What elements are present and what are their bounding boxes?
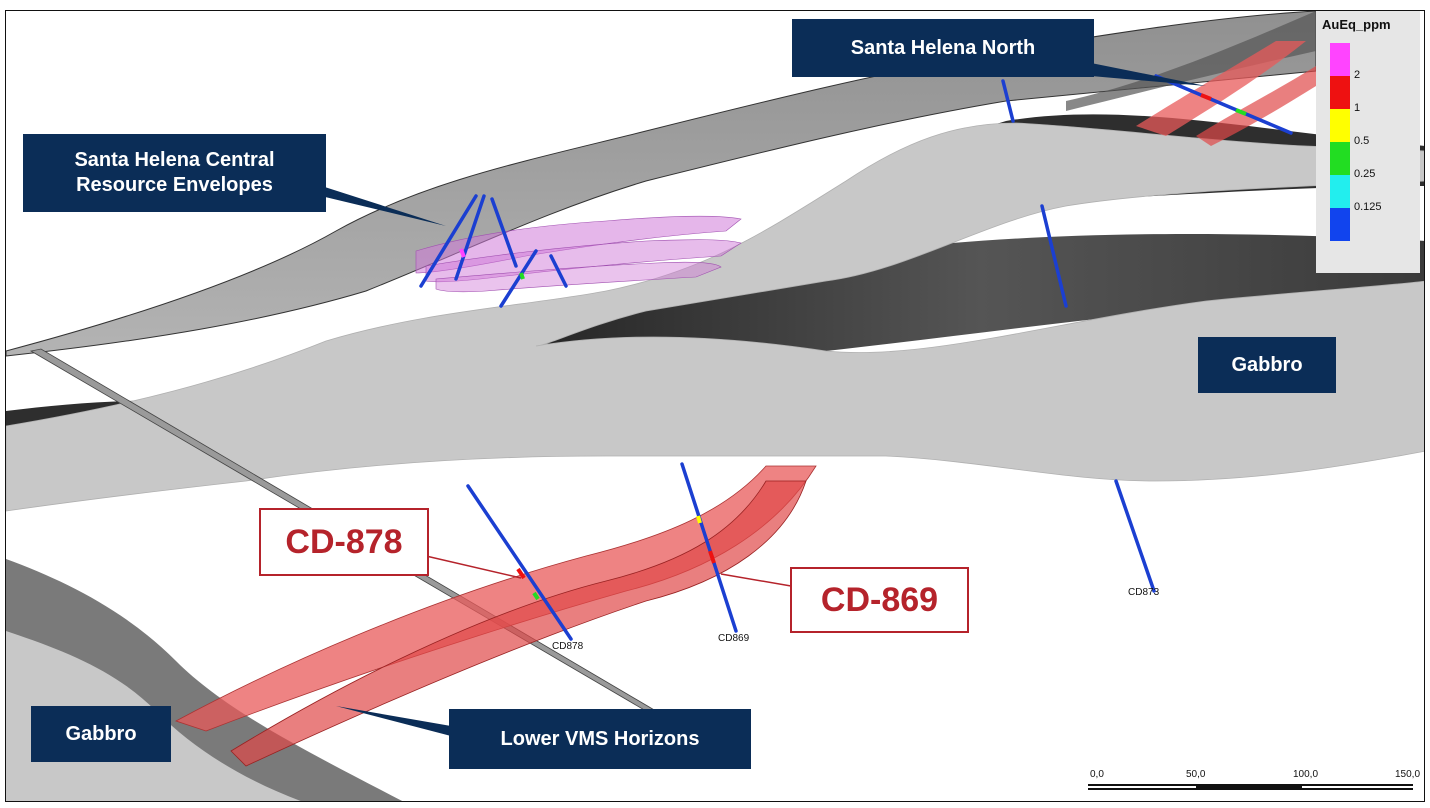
legend-swatch [1330,142,1350,175]
drillholes [419,74,1293,641]
assay-cd869-red [708,550,716,564]
vms-horizon-north-1 [1136,41,1306,136]
label-lower-vms-horizons: Lower VMS Horizons [449,709,751,769]
pointer-cd878 [425,555,522,579]
legend-title: AuEq_ppm [1322,17,1391,32]
label-santa-helena-central: Santa Helena Central Resource Envelopes [23,134,326,212]
label-gabbro-right: Gabbro [1198,337,1336,393]
drillhole-central-4 [549,254,568,288]
assay-central-magenta [459,248,466,258]
legend-swatch [1330,175,1350,208]
drillhole-cd873 [1114,479,1156,593]
legend-swatch [1330,76,1350,109]
drillhole-cd878 [466,484,573,641]
drillhole-north-1 [1001,79,1015,123]
assay-cd878-green [532,591,540,601]
assay-central-green [519,272,525,280]
drillhole-central-5 [499,249,538,308]
scale-bar: 0,0 50,0 100,0 150,0 [1088,769,1421,799]
drillhole-north-3 [1154,74,1293,135]
legend-swatch [1330,43,1350,76]
assay-intervals [459,93,1247,601]
dark-gabbro-sheet-mid [536,233,1424,357]
pointer-cd869 [720,573,792,587]
vms-horizon-1 [174,465,817,732]
legend: AuEq_ppm 2 1 0.5 0.25 0.125 [1316,11,1420,273]
vms-horizon-north-2 [1196,66,1316,146]
resource-envelope-2 [425,239,742,283]
callout-pointers [306,63,1206,736]
drillhole-central-1 [419,194,478,288]
assay-north-green [1235,108,1247,116]
pointer-north [1091,63,1206,86]
scale-tick-50: 50,0 [1186,769,1206,780]
section-view: Santa Helena Central Resource Envelopes … [5,10,1425,802]
assay-cd869-yellow [696,515,702,524]
legend-swatch [1330,208,1350,241]
pointer-central [306,181,446,226]
drillhole-north-2 [1040,204,1068,308]
vms-horizon-2 [230,480,807,767]
scale-tick-0: 0,0 [1090,769,1104,780]
legend-value: 0.125 [1354,201,1382,213]
drillhole-central-3 [490,197,518,268]
label-santa-helena-north: Santa Helena North [792,19,1094,77]
gabbro-main-body [6,122,1424,512]
geology-section [6,11,1424,801]
legend-swatch [1330,109,1350,142]
scale-tick-100: 100,0 [1293,769,1319,780]
callout-cd-878: CD-878 [259,508,429,576]
callout-cd-869: CD-869 [790,567,969,633]
legend-value: 0.5 [1354,135,1370,147]
drillhole-cd869 [680,462,738,633]
assay-cd878-red [516,567,526,580]
legend-value: 0.25 [1354,168,1376,180]
scale-line-top [1088,784,1413,786]
resource-envelope-3 [435,261,722,293]
scale-tick-150: 150,0 [1395,769,1421,780]
drillhole-central-2 [454,194,486,281]
drillhole-label-cd869: CD869 [718,633,750,644]
label-gabbro-left: Gabbro [31,706,171,762]
scale-segment-1 [1196,786,1302,788]
drillhole-label-cd878: CD878 [552,641,584,652]
assay-north-red [1200,93,1212,101]
drillhole-label-cd873: CD873 [1128,587,1160,598]
legend-value: 2 [1354,69,1361,81]
legend-value: 1 [1354,102,1361,114]
upper-sheet-band [1066,11,1316,111]
pointer-lower-vms [336,706,451,736]
scale-segment-2 [1088,788,1413,790]
